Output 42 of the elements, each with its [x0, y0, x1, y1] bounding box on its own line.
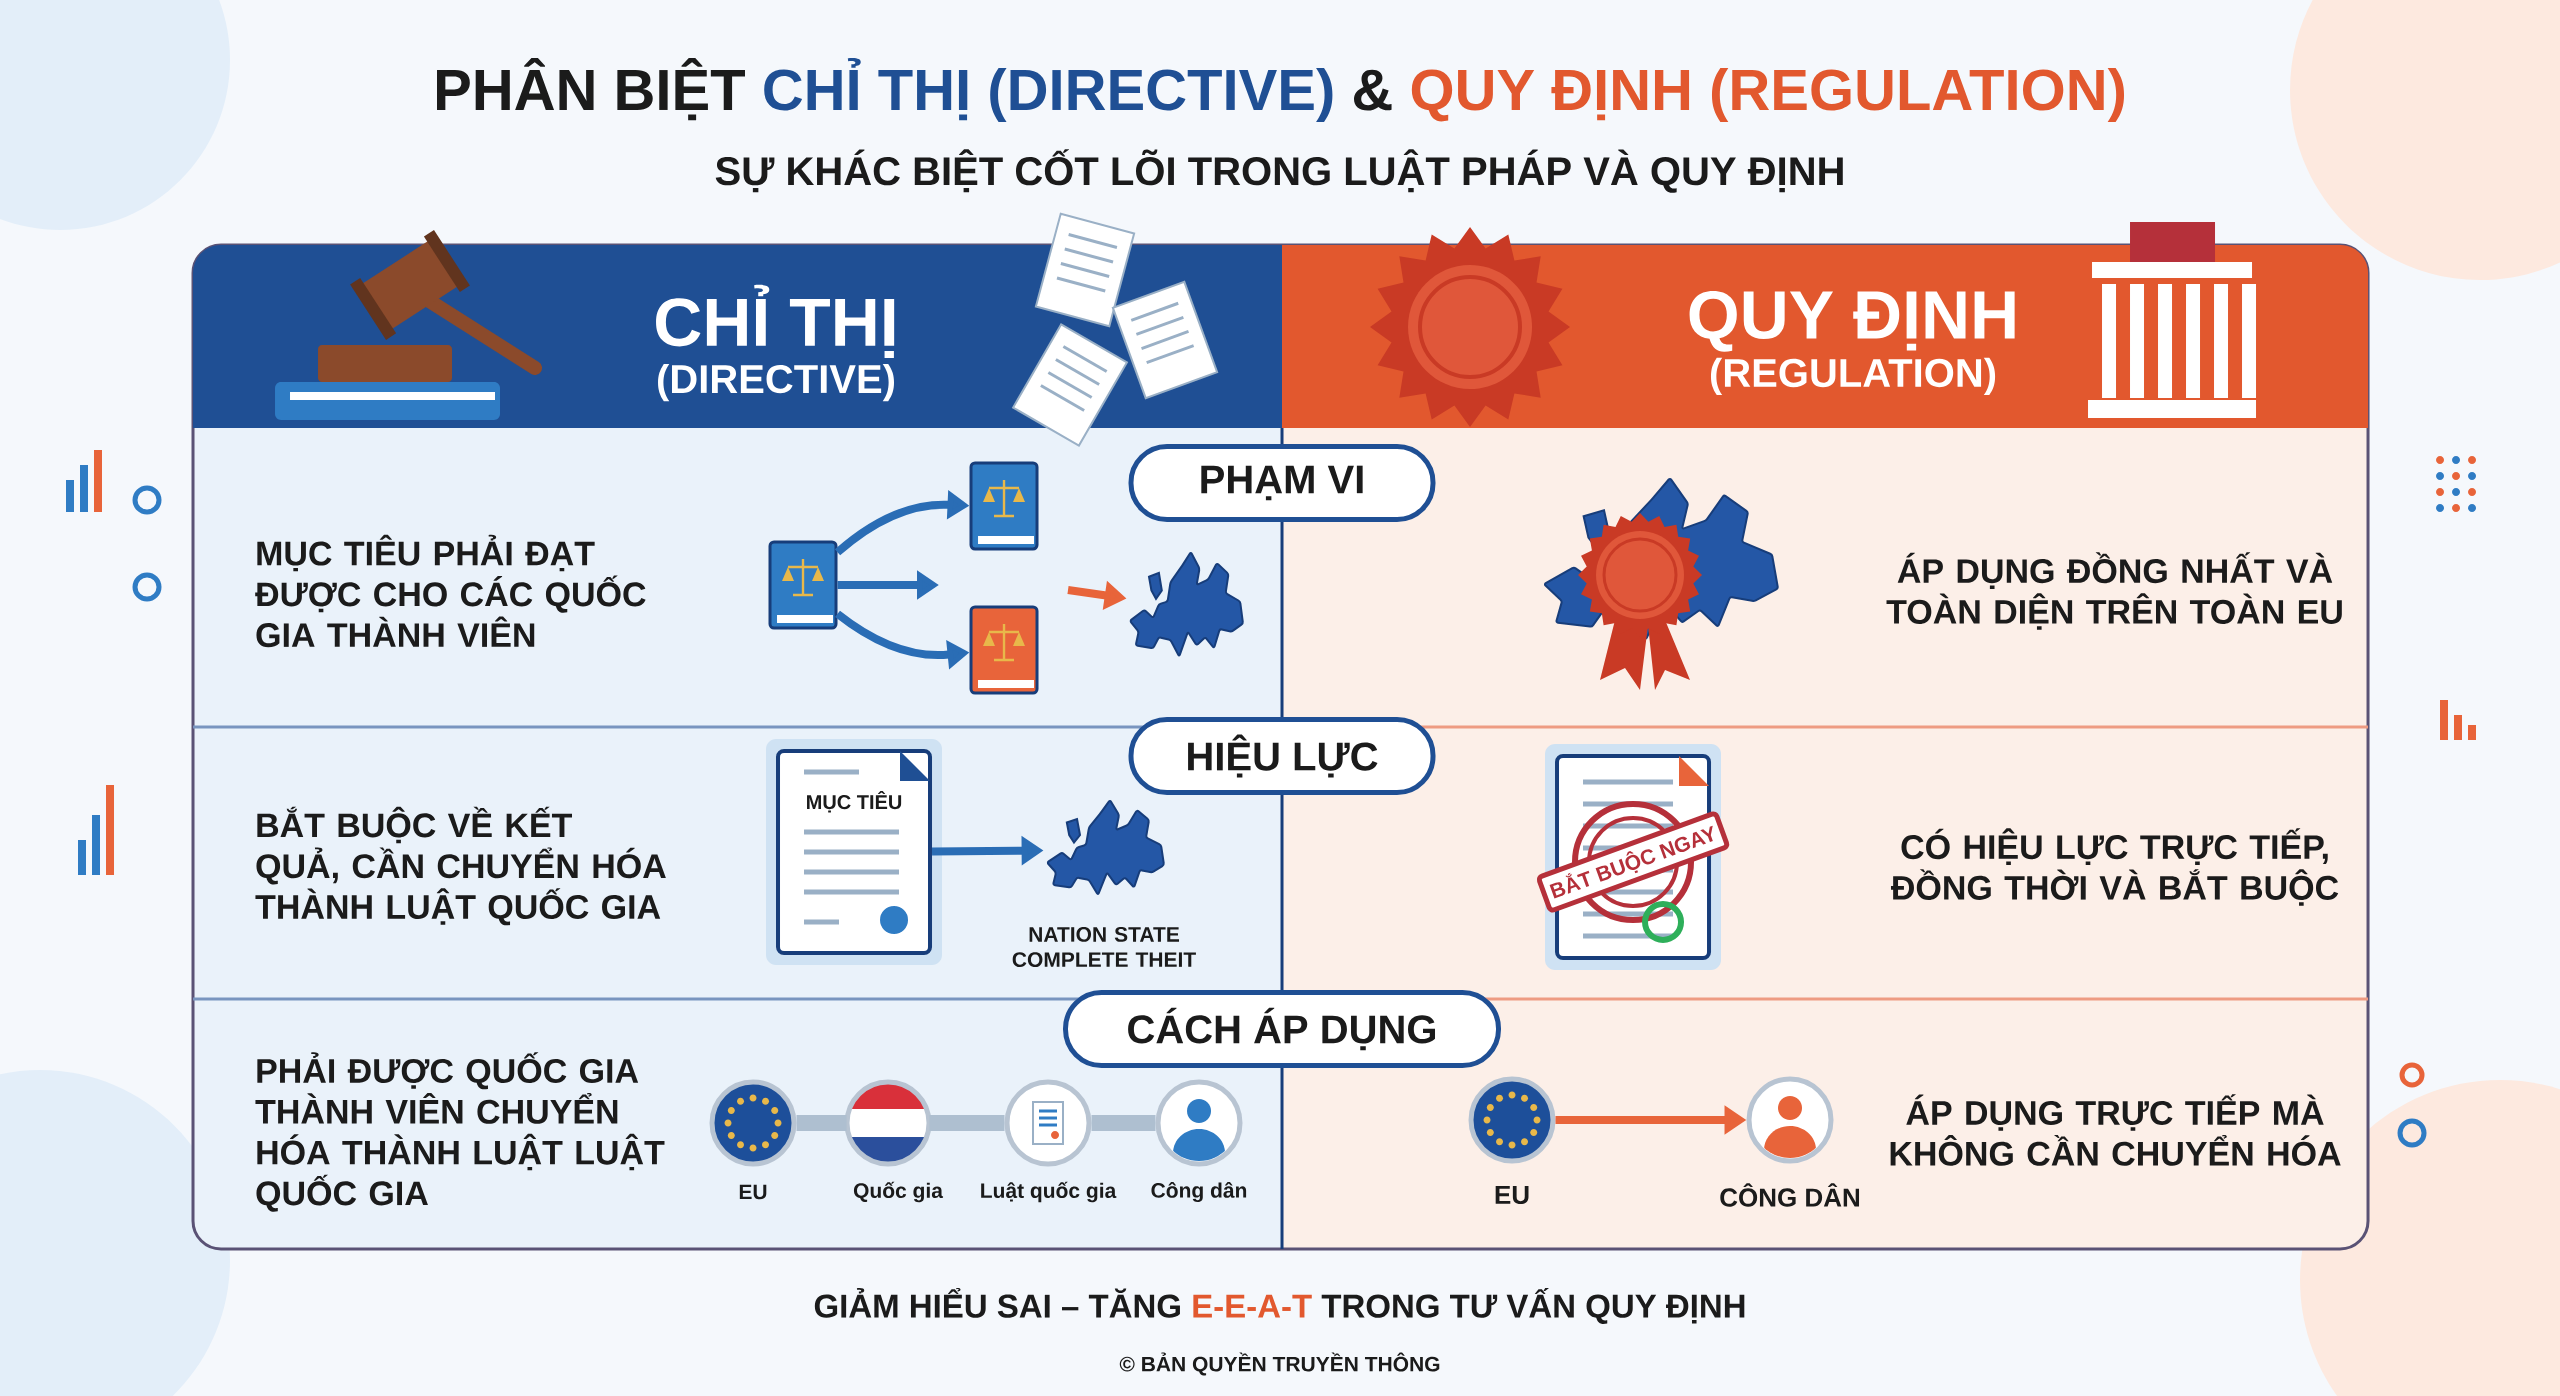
header-title: QUY ĐỊNH (REGULATION): [1689, 290, 2015, 396]
section-pill: PHẠM VI: [1128, 444, 1436, 522]
subtitle: SỰ KHÁC BIỆT CỐT LÕI TRONG LUẬT PHÁP VÀ QUY ĐỊNH: [715, 149, 1843, 193]
book-icon: [969, 461, 1039, 551]
header-title: CHỈ THỊ (DIRECTIVE): [656, 284, 895, 402]
icon-caption: Công dân: [1151, 1181, 1247, 1203]
cell-text: CÓ HIỆU LỰC TRỰC TIẾP, ĐỒNG THỜI VÀ BẮT BUỘC: [1891, 828, 2339, 906]
pipe: [796, 1115, 847, 1131]
section-pill: HIỆU LỰC: [1128, 717, 1436, 795]
eu-flag-icon: [1468, 1076, 1556, 1164]
title: PHÂN BIỆT CHỈ THỊ (DIRECTIVE) & QUY ĐỊNH (REGULATION): [437, 58, 2125, 122]
copyright-note: © BẢN QUYỀN TRUYỀN THÔNG: [1119, 1352, 1440, 1376]
cell-text: MỤC TIÊU PHẢI ĐẠT ĐƯỢC CHO CÁC QUỐC GIA THÀNH VIÊN: [255, 534, 646, 648]
label: CHỈ THỊ (DIRECTIVE): [764, 57, 1333, 123]
label: &: [1354, 69, 1392, 111]
cell-text: ÁP DỤNG TRỰC TIẾP MÀ KHÔNG CẦN CHUYỂN HÓA: [1890, 1094, 2341, 1166]
pipe: [929, 1115, 1005, 1131]
label: PHÂN BIỆT: [437, 57, 745, 121]
icon-caption: Luật quốc gia: [981, 1181, 1117, 1203]
tagline: GIẢM HIỂU SAI – TĂNG E-E-A-T TRONG TƯ VẤN QUY ĐỊNH: [814, 1287, 1745, 1325]
document-card: MỤC TIÊU: [766, 739, 942, 965]
icon-caption: EU: [739, 1184, 767, 1200]
document-icon: [1004, 1079, 1092, 1167]
person-icon: [1155, 1079, 1243, 1167]
europe-map-icon: [1046, 800, 1165, 895]
flag-icon: [844, 1079, 932, 1167]
cell-text: ÁP DỤNG ĐỒNG NHẤT VÀ TOÀN DIỆN TRÊN TOÀN EU: [1886, 552, 2342, 630]
icon-caption: Quốc gia: [853, 1181, 944, 1203]
icon-caption: CÔNG DÂN: [1720, 1183, 1859, 1207]
europe-map-icon: [1129, 552, 1244, 657]
pipe: [1091, 1115, 1156, 1131]
cell-text: PHẢI ĐƯỢC QUỐC GIA THÀNH VIÊN CHUYỂN HÓA THÀNH LUẬT LUẬT QUỐC GIA: [255, 1052, 665, 1212]
label: QUY ĐỊNH (REGULATION): [1411, 67, 2125, 123]
eu-flag-icon: [709, 1079, 797, 1167]
person-icon: [1746, 1076, 1834, 1164]
icon-caption: NATION STATE COMPLETE THEIT: [1012, 927, 1196, 968]
stamp: BẮT BUỘC NGAY: [1536, 811, 1730, 913]
book-icon: [969, 605, 1039, 695]
book-icon: [768, 540, 838, 630]
icon-caption: EU: [1495, 1185, 1529, 1205]
section-pill: CÁCH ÁP DỤNG: [1063, 990, 1501, 1068]
cell-text: BẮT BUỘC VỀ KẾT QUẢ, CẦN CHUYỂN HÓA THÀNH LUẬT QUỐC GIA: [255, 806, 666, 926]
